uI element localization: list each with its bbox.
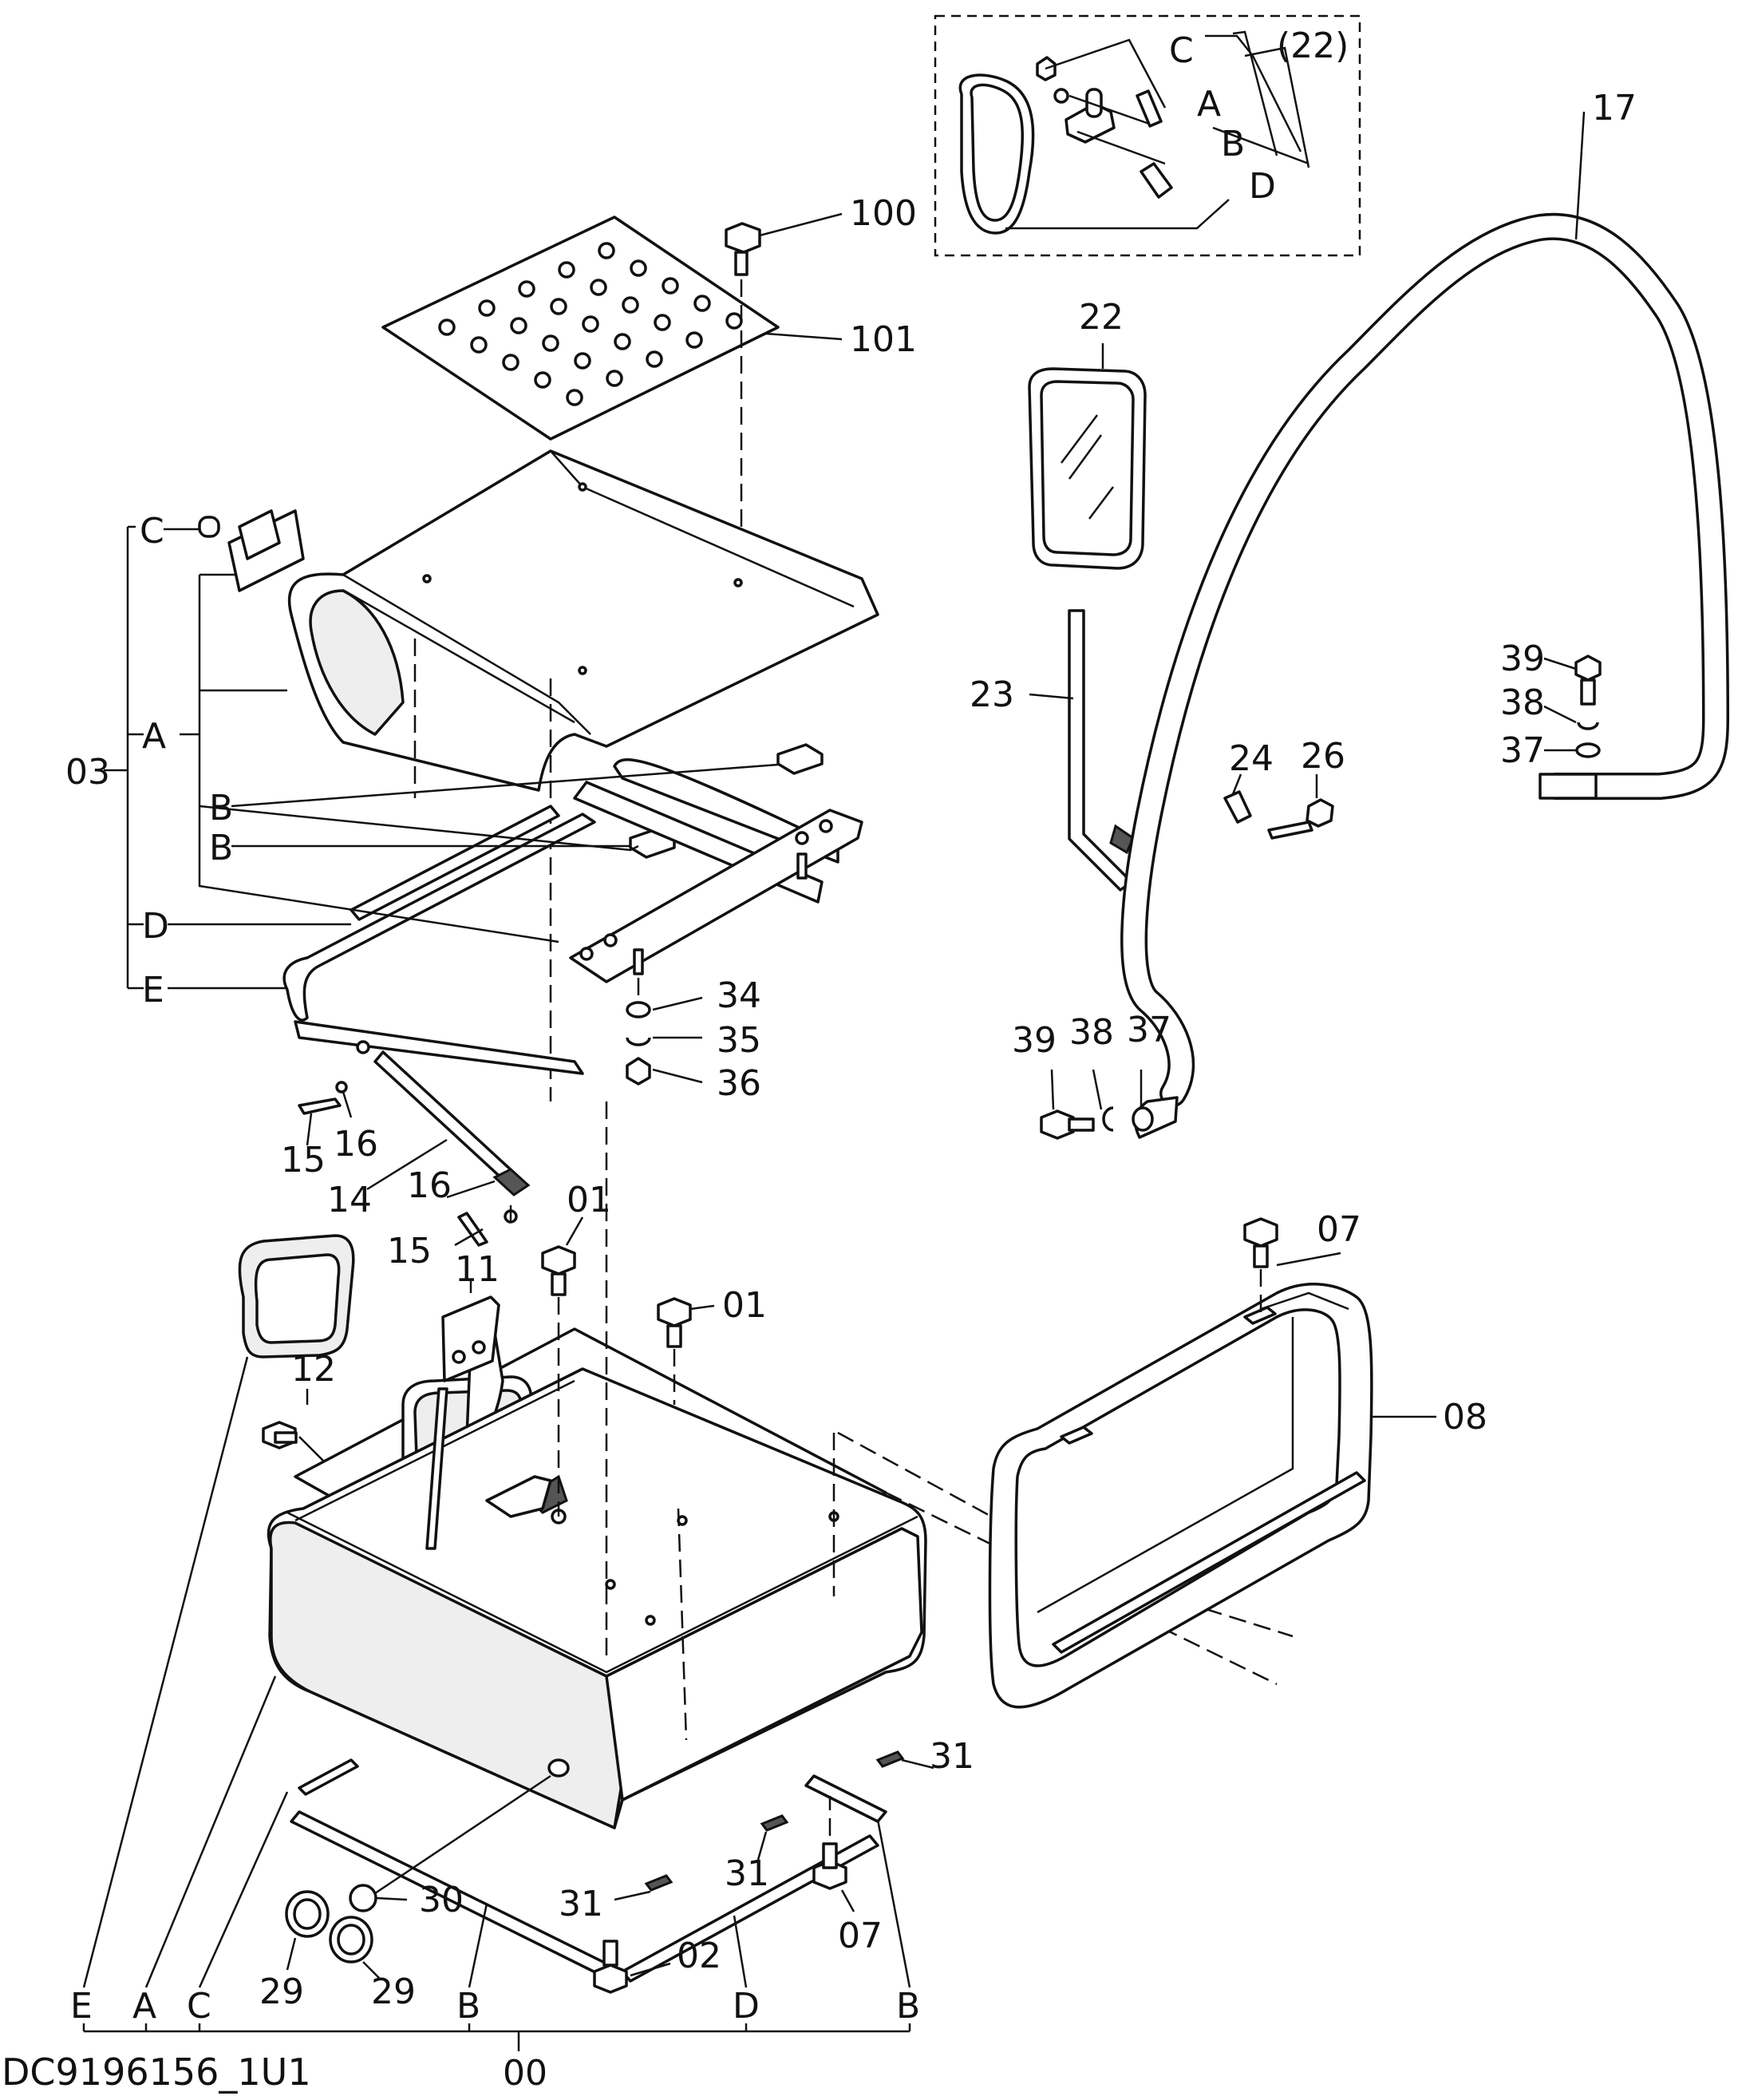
nut-washer-stack: 34 35 36 [626,975,761,1104]
callout-31b: 31 [725,1853,769,1894]
callout-30: 30 [419,1880,464,1920]
roof-plate-assembly: 100 101 [381,193,917,575]
callout-07a: 07 [1317,1209,1361,1250]
inset-letter-b: B [1221,124,1245,164]
callout-29a: 29 [259,1971,304,2012]
callout-101: 101 [850,319,917,360]
inset-letter-c: C [1169,30,1194,71]
callout-31c: 31 [559,1884,603,1924]
group-03-leaders: 03 C A B B D E [65,511,779,1010]
callout-15a: 15 [281,1140,326,1181]
callout-14: 14 [327,1180,372,1220]
handrail-hardware-lower: 39 38 37 [1012,1010,1171,1140]
callout-16b: 16 [407,1165,452,1206]
inset-mirror-detail: C A B D (22) [934,14,1361,257]
group-00-letter-d: D [733,1986,760,2027]
callout-23: 23 [970,674,1014,715]
inset-letter-a: A [1197,84,1221,125]
group-00-leaders: E A C B D B 00 [70,1356,920,2094]
group-00-letter-e: E [70,1986,93,2027]
group-03-letter-d: D [142,906,169,947]
inset-letter-d: D [1249,166,1276,207]
group-00-letter-a: A [132,1986,156,2027]
callout-39a: 39 [1500,639,1545,679]
mirror-assembly: 22 23 24 26 [970,297,1345,892]
callout-26: 26 [1301,736,1345,777]
callout-11: 11 [455,1249,500,1290]
callout-38b: 38 [1069,1012,1114,1053]
group-03-letter-b1: B [209,788,233,829]
callout-22: 22 [1079,297,1124,338]
callout-15b: 15 [387,1231,432,1271]
callout-24: 24 [1229,738,1274,779]
callout-08: 08 [1443,1397,1487,1438]
handrail-hardware-upper: 39 38 37 [1500,639,1602,771]
callout-29b: 29 [371,1971,416,2012]
group-00-label: 00 [503,2053,547,2094]
callout-35: 35 [717,1020,761,1061]
mounting-bolts-01: 01 01 [541,1180,767,1517]
lower-strips-and-plugs: 31 31 31 30 29 29 07 02 [259,1736,974,2012]
callout-02: 02 [677,1936,721,1976]
callout-01a: 01 [567,1180,611,1220]
group-03-letter-c: C [140,511,164,552]
callout-01b: 01 [722,1285,767,1326]
group-03-letter-b2: B [209,828,233,868]
drawing-code: DC9196156_1U1 [2,2051,311,2094]
group-03-label: 03 [65,752,110,793]
callout-37b: 37 [1127,1010,1171,1050]
callout-07b: 07 [838,1916,883,1956]
side-panel-08: 08 07 [988,1209,1487,1709]
callout-38a: 38 [1500,682,1545,723]
group-00-letter-b2: B [896,1986,920,2027]
callout-16a: 16 [334,1124,378,1165]
gas-strut-assembly: 15 16 14 16 15 [281,1040,531,1271]
cab-seals [282,743,863,1075]
cab-roof-assembly [198,449,879,1101]
callout-17: 17 [1592,88,1637,129]
group-03-letter-e: E [142,970,164,1010]
callout-12: 12 [291,1349,336,1390]
group-00-letter-c: C [187,1986,211,2027]
callout-36: 36 [717,1063,761,1104]
inset-group-label: (22) [1277,26,1349,66]
callout-100: 100 [850,193,917,234]
bracket-and-seal: 11 12 [262,1249,500,1550]
callout-34: 34 [717,975,761,1016]
group-03-letter-a: A [142,716,166,757]
callout-31a: 31 [930,1736,974,1777]
callout-39b: 39 [1012,1020,1057,1061]
handrail-17: 17 [1120,88,1729,1139]
group-00-letter-b1: B [456,1986,480,2027]
callout-37a: 37 [1500,730,1545,771]
